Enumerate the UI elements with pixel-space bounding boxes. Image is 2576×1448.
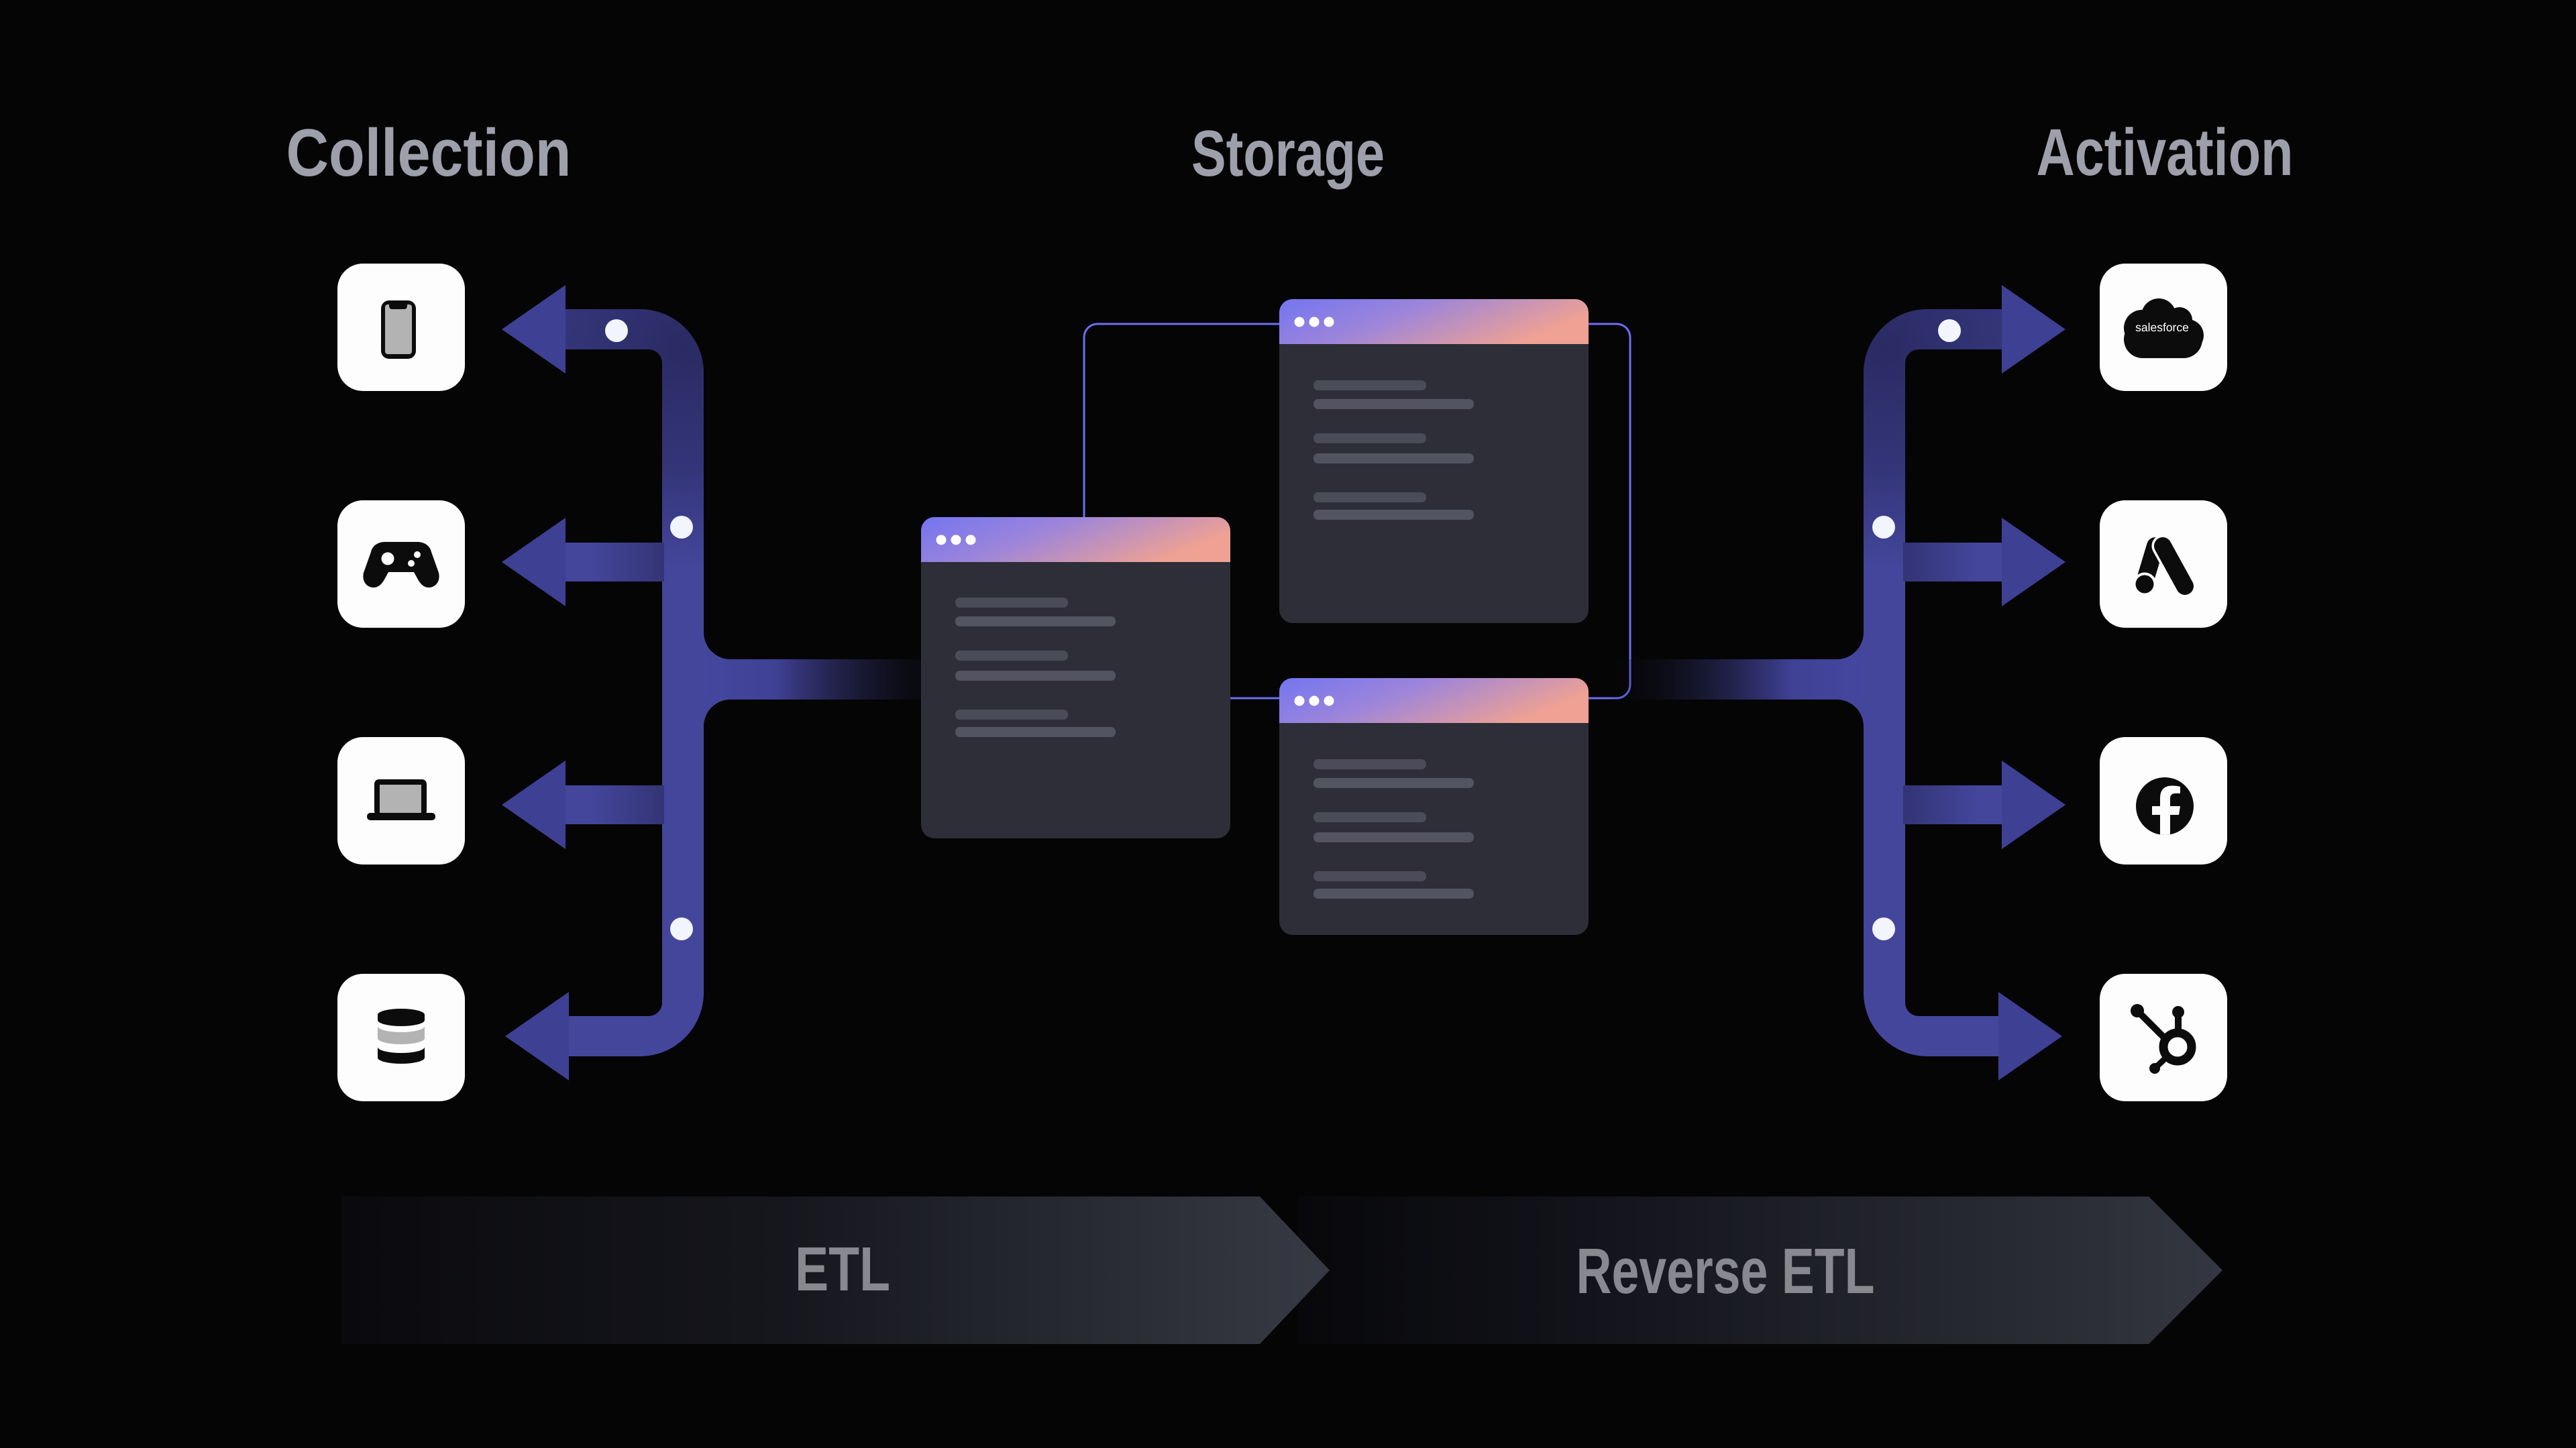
svg-text:Reverse ETL: Reverse ETL (1576, 1235, 1875, 1307)
svg-text:salesforce: salesforce (2135, 321, 2189, 334)
svg-text:ETL: ETL (795, 1234, 890, 1304)
svg-text:Storage: Storage (1191, 117, 1385, 190)
svg-text:Activation: Activation (2037, 115, 2294, 189)
svg-text:Collection: Collection (286, 115, 572, 190)
